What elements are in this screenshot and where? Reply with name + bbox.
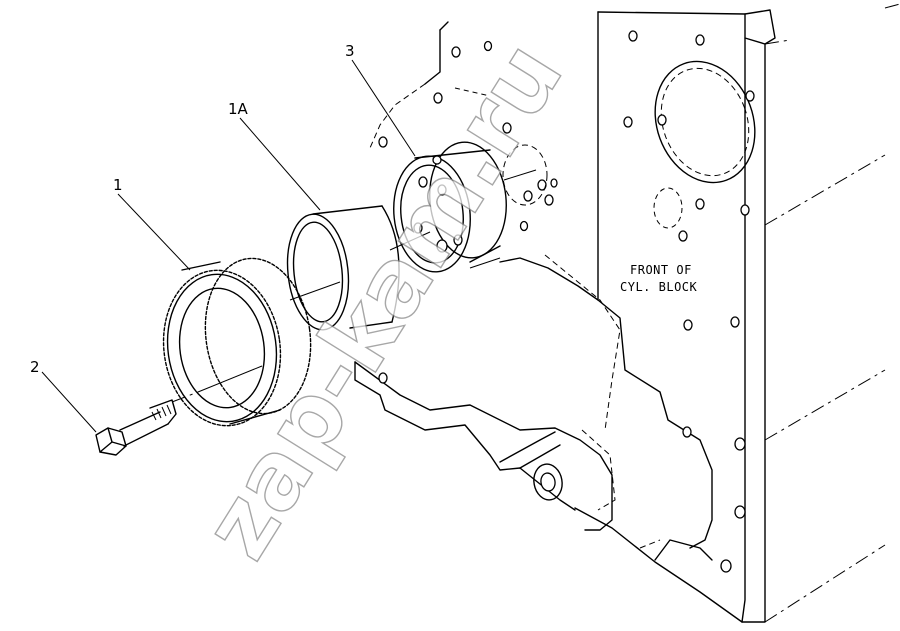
- cylinder-block: [354, 3, 900, 623]
- leader-lines: [41, 59, 416, 433]
- block-label-line2: CYL. BLOCK: [620, 280, 698, 294]
- assembly-axis: [171, 169, 537, 403]
- callout-gear: 1: [113, 176, 123, 194]
- bushing-part-1a: [286, 205, 400, 331]
- hub-part-3: [393, 141, 533, 273]
- callout-bolt: 2: [30, 358, 40, 376]
- block-bolt-holes: [537, 30, 755, 573]
- gear-part-1: [162, 257, 312, 427]
- callout-hub: 3: [345, 42, 355, 60]
- callout-bushing: 1A: [228, 100, 249, 118]
- block-label-line1: FRONT OF: [630, 263, 692, 277]
- bolt-part-2: [95, 399, 177, 456]
